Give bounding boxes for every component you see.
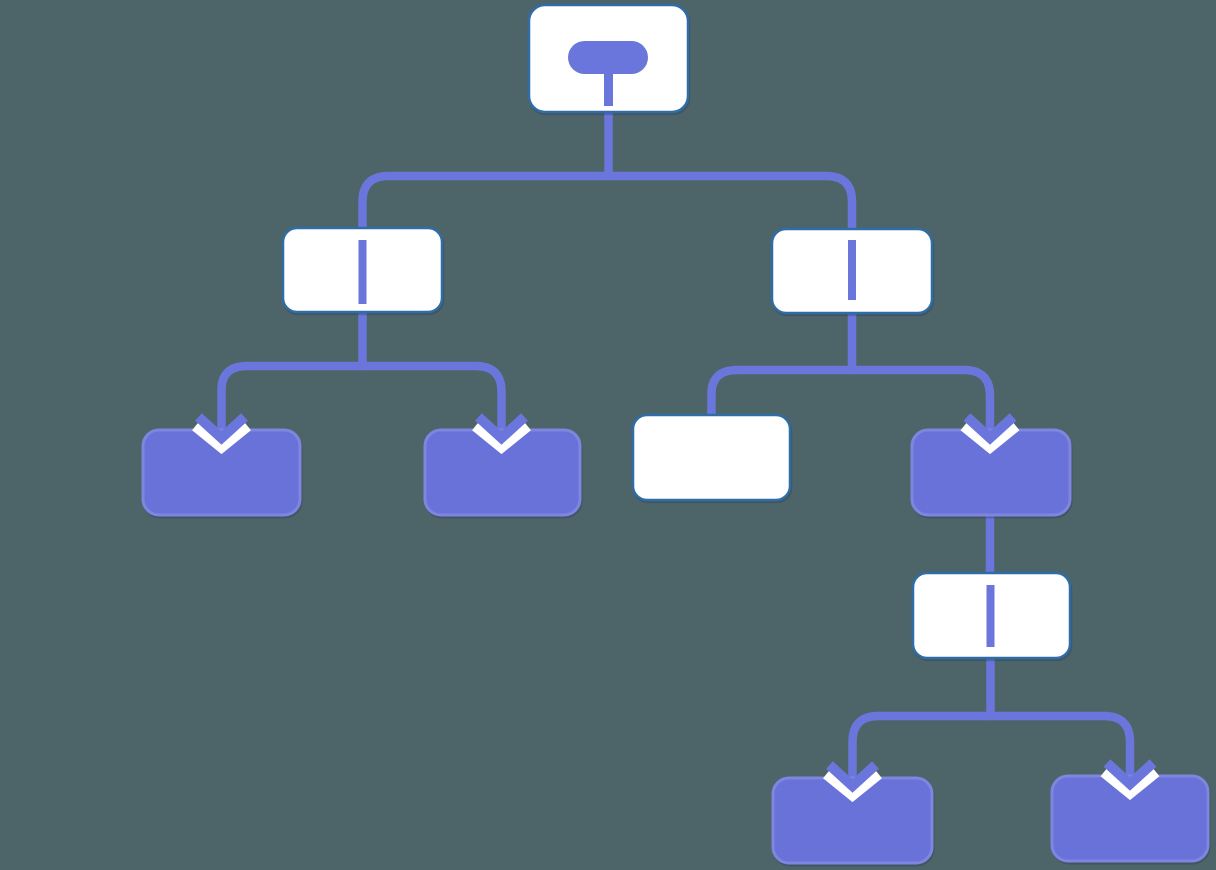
arrow-layer [192,413,1160,803]
node-branch-right[interactable] [770,227,934,315]
edge-branch-lower-to-leaf-d [848,711,992,781]
double-chevron-down-icon [1100,759,1160,801]
edge-branch-left-to-leaf-a [217,361,364,433]
edge-branch-left-to-leaf-b [361,361,506,433]
edge-layer [217,108,1135,781]
edge-branch-right-to-card-plain [707,365,854,418]
leaf-e-card[interactable] [1050,774,1210,863]
node-card-plain[interactable] [631,413,792,502]
leaf-c-card[interactable] [910,428,1072,517]
leaf-d-card[interactable] [771,776,934,865]
plain-card[interactable] [631,413,792,502]
node-leaf-c[interactable] [910,428,1072,517]
node-root[interactable] [527,3,690,114]
node-leaf-e[interactable] [1050,774,1210,863]
leaf-a-card[interactable] [141,428,302,517]
node-branch-lower[interactable] [911,571,1072,660]
node-leaf-a[interactable] [141,428,302,517]
vertical-line-icon [986,585,995,647]
node-leaf-d[interactable] [771,776,934,865]
double-chevron-down-icon [192,413,251,455]
double-chevron-down-icon [472,413,531,455]
double-chevron-down-icon [960,413,1020,455]
pill-with-stem-icon [568,41,648,74]
pill-stem [604,72,613,106]
leaf-b-card[interactable] [423,428,582,517]
edge-root-to-branch-right [607,171,857,231]
edge-branch-lower-to-leaf-e [989,711,1135,781]
vertical-line-icon [358,240,367,304]
vertical-line-icon [848,240,856,300]
node-branch-left[interactable] [281,226,444,314]
node-layer [141,3,1210,865]
node-leaf-b[interactable] [423,428,582,517]
double-chevron-down-icon [823,761,882,803]
edge-branch-right-to-leaf-c [850,365,995,433]
edge-root-to-branch-left [358,171,610,231]
